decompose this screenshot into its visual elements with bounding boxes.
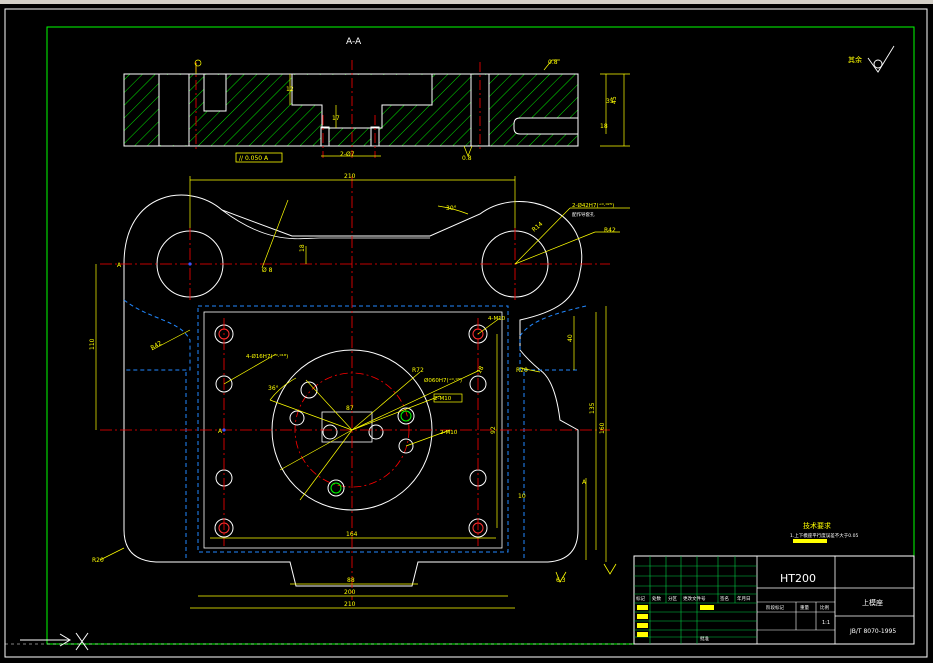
stage-label-2: 比例 xyxy=(820,604,829,611)
stage-label-1: 重量 xyxy=(800,604,809,611)
col-label-2: 分区 xyxy=(668,595,677,602)
dim-lower-width-1: 200 xyxy=(344,589,356,596)
stage-label-0: 阶段标记 xyxy=(766,604,784,611)
callout-bolt-holes: 4-Ø16H7(⁺⁰·⁰¹⁸) xyxy=(246,353,288,360)
dim-upper-small: 18 xyxy=(299,244,306,252)
col-label-0: 标记 xyxy=(636,595,645,602)
dim-45: 45 xyxy=(611,96,618,104)
dim-lower-width-2: 210 xyxy=(344,601,356,608)
dim-left-height: 110 xyxy=(89,338,96,350)
col-label-1: 处数 xyxy=(652,595,661,602)
section-view: A-A xyxy=(123,37,630,163)
callout-tap-right: 4-M10 xyxy=(488,316,506,322)
standard: JB/T 8070-1995 xyxy=(849,628,896,635)
callout-arm-note: 配作导套孔 xyxy=(572,211,595,218)
section-label: A-A xyxy=(346,37,362,47)
dim-right-small: 10 xyxy=(518,493,526,500)
roughness-top: 0.8 xyxy=(548,59,558,66)
dim-r-side: 18 xyxy=(476,365,486,375)
dim-r-small: R14 xyxy=(531,220,545,233)
callout-tap-bottom: 2-M10 xyxy=(440,430,458,436)
tolerance-frame xyxy=(235,152,283,163)
dim-r-corner: R20 xyxy=(92,557,104,564)
plan-view: 210 200 210 88 164 110 160 135 40 10 92 … xyxy=(89,173,630,609)
callout-center-bore: Ø060H7(⁺⁰·⁰³) xyxy=(424,377,462,384)
tech-title: 技术要求 xyxy=(803,521,831,530)
callout-arm-holes: 2-Ø42H7(⁺⁰·⁰²⁵) xyxy=(572,202,614,209)
dim-inner-width: 164 xyxy=(346,531,358,538)
dim-r-left: R42 xyxy=(150,340,164,352)
col-label-5: 年月日 xyxy=(737,595,751,602)
dim-angle-30: 30° xyxy=(446,205,457,212)
tech-requirements: 技术要求 1.上下模座平行度误差不大于0.05 xyxy=(790,521,858,543)
tech-highlight xyxy=(793,539,827,543)
corner-note-text: 其余 xyxy=(848,55,862,64)
tolerance-text: // 0.050 A xyxy=(239,155,269,162)
corner-roughness-note: 其余 xyxy=(848,45,895,73)
dim-17: 17 xyxy=(332,115,340,122)
dim-r-center: R72 xyxy=(412,367,424,374)
dim-angle-36: 36° xyxy=(268,385,279,392)
hidden-pocket xyxy=(197,305,509,553)
dim-12: 12 xyxy=(286,86,294,93)
material: HT200 xyxy=(780,572,816,585)
cut-marker-right: A xyxy=(582,479,587,486)
dim-right-height: 160 xyxy=(599,422,606,434)
roughness-plan: 6.3 xyxy=(556,577,566,584)
dim-35: 35 xyxy=(606,98,614,105)
dim-overall-width: 210 xyxy=(344,173,356,180)
title-block: 标记 处数 分区 更改文件号 签名 年月日 阶段标记 重量 比例 批准 1:1 … xyxy=(633,555,915,645)
window-strip xyxy=(0,0,933,4)
approve-label: 批准 xyxy=(700,635,709,642)
slot-right xyxy=(514,118,578,134)
datum-marker xyxy=(194,59,202,67)
cavity-left xyxy=(159,75,189,145)
cut-marker-left: A xyxy=(117,262,122,269)
cavity-step xyxy=(204,75,226,111)
dim-r-slot: R20 xyxy=(516,367,528,374)
dim-18: 18 xyxy=(600,123,608,130)
col-label-3: 更改文件号 xyxy=(683,595,706,602)
roughness-bottom: 0.8 xyxy=(462,155,472,162)
scale-value: 1:1 xyxy=(822,620,830,626)
part-name: 上模座 xyxy=(862,598,883,607)
dim-2-d7: 2-Ø7 xyxy=(340,151,355,158)
ucs-icon xyxy=(20,632,89,651)
cut-marker-center: A xyxy=(218,428,223,435)
dim-center-gap: 87 xyxy=(346,405,354,412)
cavity-center xyxy=(292,75,432,105)
dim-r-arm: R42 xyxy=(604,227,616,234)
col-label-4: 签名 xyxy=(720,595,729,602)
dim-mid-small: 92 xyxy=(490,426,497,434)
dim-right-height-2: 135 xyxy=(589,402,596,414)
cavity-right xyxy=(471,75,489,145)
callout-dowel: 2-M10 xyxy=(434,396,452,402)
sheet-border xyxy=(4,8,928,658)
tech-line: 1.上下模座平行度误差不大于0.05 xyxy=(790,532,858,539)
dim-r-note: Ø 8 xyxy=(262,267,273,274)
base-outline xyxy=(123,194,583,587)
pin-hole-1 xyxy=(321,127,329,146)
dim-right-top: 40 xyxy=(567,334,574,342)
dim-notch: 88 xyxy=(347,577,355,584)
